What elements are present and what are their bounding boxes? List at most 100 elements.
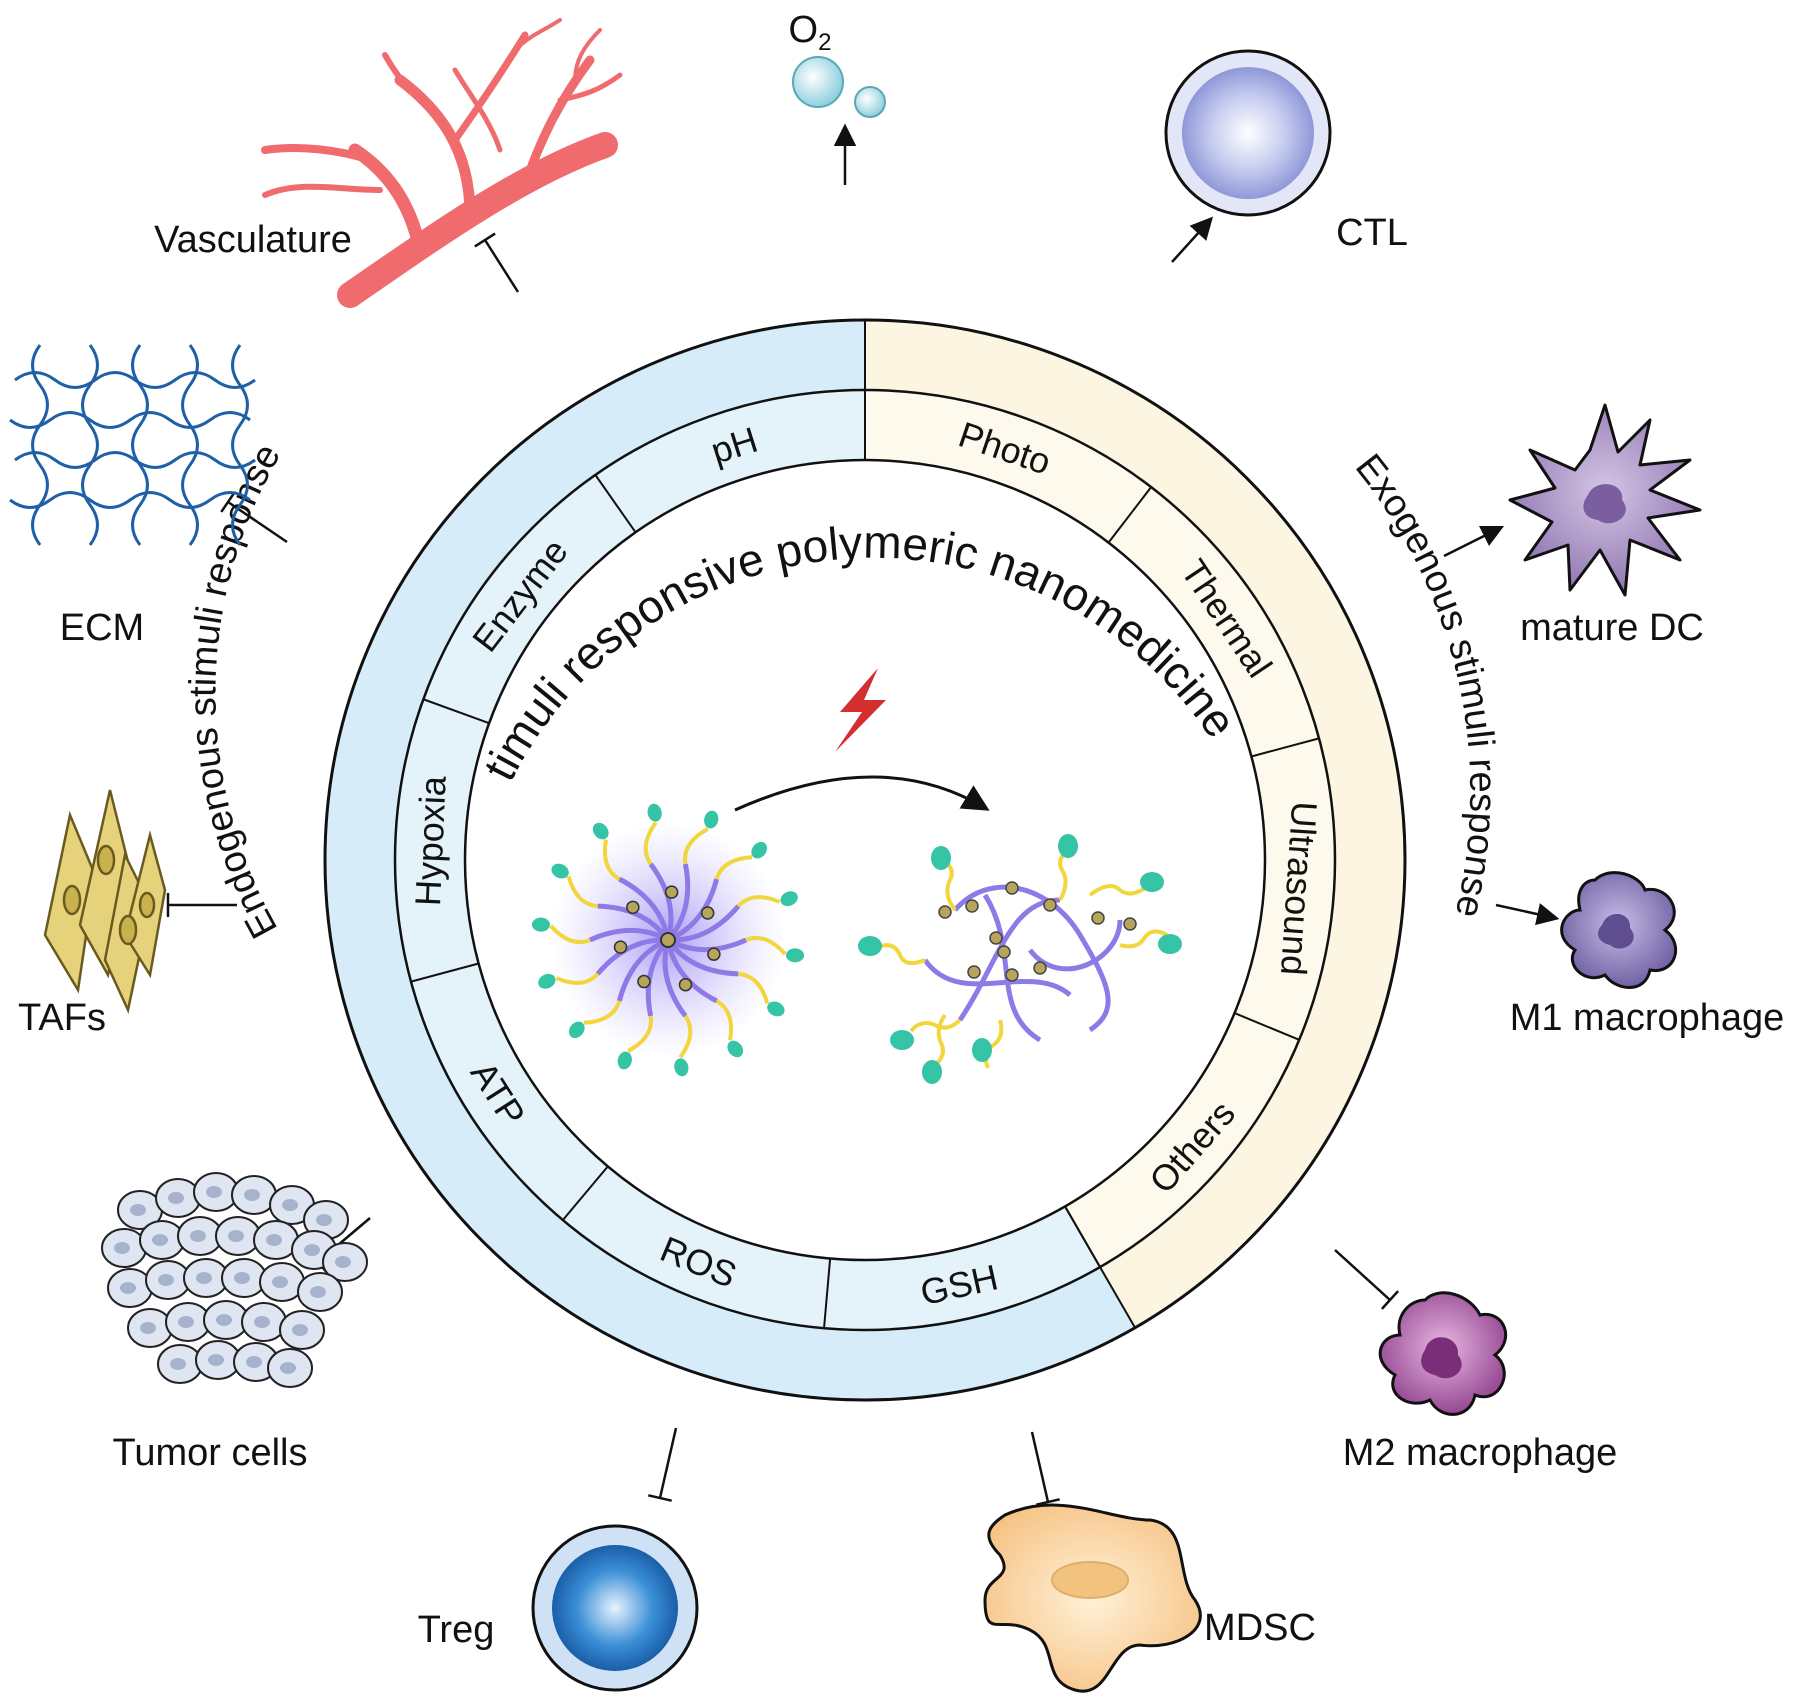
linker bbox=[549, 924, 591, 945]
tumor-nucleus bbox=[246, 1356, 262, 1368]
ctl-arrow bbox=[1171, 216, 1214, 263]
tumor-nucleus bbox=[170, 1358, 186, 1370]
tumor-nucleus bbox=[254, 1316, 270, 1328]
segment-label-hypoxia: Hypoxia bbox=[407, 774, 454, 907]
drug-molecule bbox=[989, 931, 1003, 945]
tumor-nucleus bbox=[120, 1282, 136, 1294]
m1-macrophage-icon bbox=[1560, 871, 1678, 989]
polymer-chain bbox=[922, 958, 1072, 997]
segment-divider bbox=[423, 698, 490, 725]
tumor-nucleus bbox=[130, 1204, 146, 1216]
m2-macrophage-icon bbox=[1378, 1291, 1508, 1416]
mature-dc-arrow bbox=[1443, 525, 1505, 558]
ligand bbox=[780, 891, 798, 907]
linker bbox=[714, 855, 753, 880]
oxygen-bubbles-icon bbox=[792, 56, 886, 118]
mature-dc-label: mature DC bbox=[1520, 607, 1704, 649]
treg-inhibit-bar bbox=[648, 1494, 672, 1502]
drug-molecule bbox=[1091, 911, 1105, 925]
fibroblast-icon bbox=[43, 789, 167, 1014]
segment-divider bbox=[1064, 1205, 1101, 1268]
m1-arrow bbox=[1495, 903, 1560, 926]
blood-vessel-icon bbox=[261, 18, 623, 308]
tumor-nucleus bbox=[310, 1286, 326, 1298]
transition-arrow bbox=[734, 775, 990, 812]
ctl-cell-icon bbox=[1164, 49, 1332, 217]
linker bbox=[643, 821, 658, 866]
disassembled-nanoparticle bbox=[858, 834, 1182, 1084]
ligand bbox=[1140, 872, 1164, 892]
drug-molecule bbox=[997, 945, 1011, 959]
m2-inhibit bbox=[1334, 1249, 1391, 1301]
ligand bbox=[858, 936, 882, 956]
tumor-nucleus bbox=[216, 1314, 232, 1326]
ligand bbox=[1158, 934, 1182, 954]
linker bbox=[736, 895, 781, 908]
tumor-nucleus bbox=[282, 1199, 298, 1211]
tumor-nucleus bbox=[168, 1192, 184, 1204]
mdsc-inhibit-bar bbox=[1036, 1498, 1060, 1506]
stimuli-ring bbox=[323, 318, 1407, 1402]
drug-molecule bbox=[678, 977, 693, 992]
treg-inhibit bbox=[658, 1427, 678, 1499]
segment-divider bbox=[1251, 737, 1320, 758]
segment-divider bbox=[1234, 1012, 1300, 1041]
segment-divider bbox=[562, 1165, 609, 1221]
nanoparticle-core bbox=[660, 932, 676, 948]
ctl-label: CTL bbox=[1336, 212, 1408, 254]
tumor-nucleus bbox=[158, 1274, 174, 1286]
o2-label-main: O bbox=[789, 9, 819, 51]
tumor-nucleus bbox=[234, 1272, 250, 1284]
tafs-label: TAFs bbox=[18, 997, 106, 1039]
tumor-nucleus bbox=[114, 1242, 130, 1254]
ligand bbox=[890, 1030, 914, 1050]
tumor-nucleus bbox=[196, 1272, 212, 1284]
polymer-chain bbox=[953, 884, 1111, 1033]
drug-molecule bbox=[1043, 898, 1057, 912]
mdsc-label: MDSC bbox=[1204, 1607, 1316, 1649]
m2-macrophage-label: M2 macrophage bbox=[1343, 1432, 1618, 1474]
drug-molecule bbox=[707, 947, 721, 961]
ligand bbox=[704, 810, 719, 829]
tumor-nucleus bbox=[244, 1189, 260, 1201]
mdsc-cell-icon bbox=[983, 1503, 1202, 1693]
treg-cell-icon bbox=[531, 1524, 699, 1692]
assembled-nanoparticle bbox=[531, 803, 805, 1077]
ecm-mesh-icon bbox=[9, 344, 256, 546]
dendritic-cell-icon bbox=[1508, 403, 1702, 597]
drug-molecule bbox=[1005, 968, 1019, 982]
ligand bbox=[551, 863, 569, 879]
band-divider bbox=[1099, 1266, 1136, 1329]
linker bbox=[583, 1000, 622, 1025]
ligand bbox=[1058, 834, 1078, 858]
ligand bbox=[922, 1060, 942, 1084]
tumor-nucleus bbox=[208, 1354, 224, 1366]
mdsc-inhibit bbox=[1030, 1431, 1050, 1503]
tumor-nucleus bbox=[206, 1186, 222, 1198]
tumor-nucleus bbox=[178, 1316, 194, 1328]
lightning-icon bbox=[835, 668, 886, 752]
segment-divider bbox=[410, 962, 479, 983]
m1-macrophage-label: M1 macrophage bbox=[1510, 997, 1785, 1039]
tumor-nucleus bbox=[266, 1234, 282, 1246]
ligand bbox=[751, 841, 768, 859]
drug-molecule bbox=[1123, 917, 1137, 931]
linker bbox=[1088, 884, 1147, 897]
drug-molecule bbox=[967, 965, 981, 979]
linker bbox=[602, 839, 621, 881]
drug-molecule bbox=[1033, 961, 1047, 975]
drug-molecule bbox=[700, 906, 715, 920]
polymer-chain bbox=[1028, 919, 1123, 972]
ecm-inhibit-bar bbox=[220, 491, 236, 513]
segment-divider bbox=[594, 474, 637, 533]
m2-inhibit-bar bbox=[1381, 1290, 1399, 1310]
linker bbox=[678, 1014, 693, 1059]
ligand bbox=[617, 1051, 632, 1070]
o2-label-subscript: 2 bbox=[818, 29, 831, 56]
tumor-nucleus bbox=[304, 1244, 320, 1256]
linker bbox=[909, 1018, 962, 1033]
linker bbox=[877, 943, 926, 966]
exogenous-inner-band bbox=[865, 390, 1335, 1268]
